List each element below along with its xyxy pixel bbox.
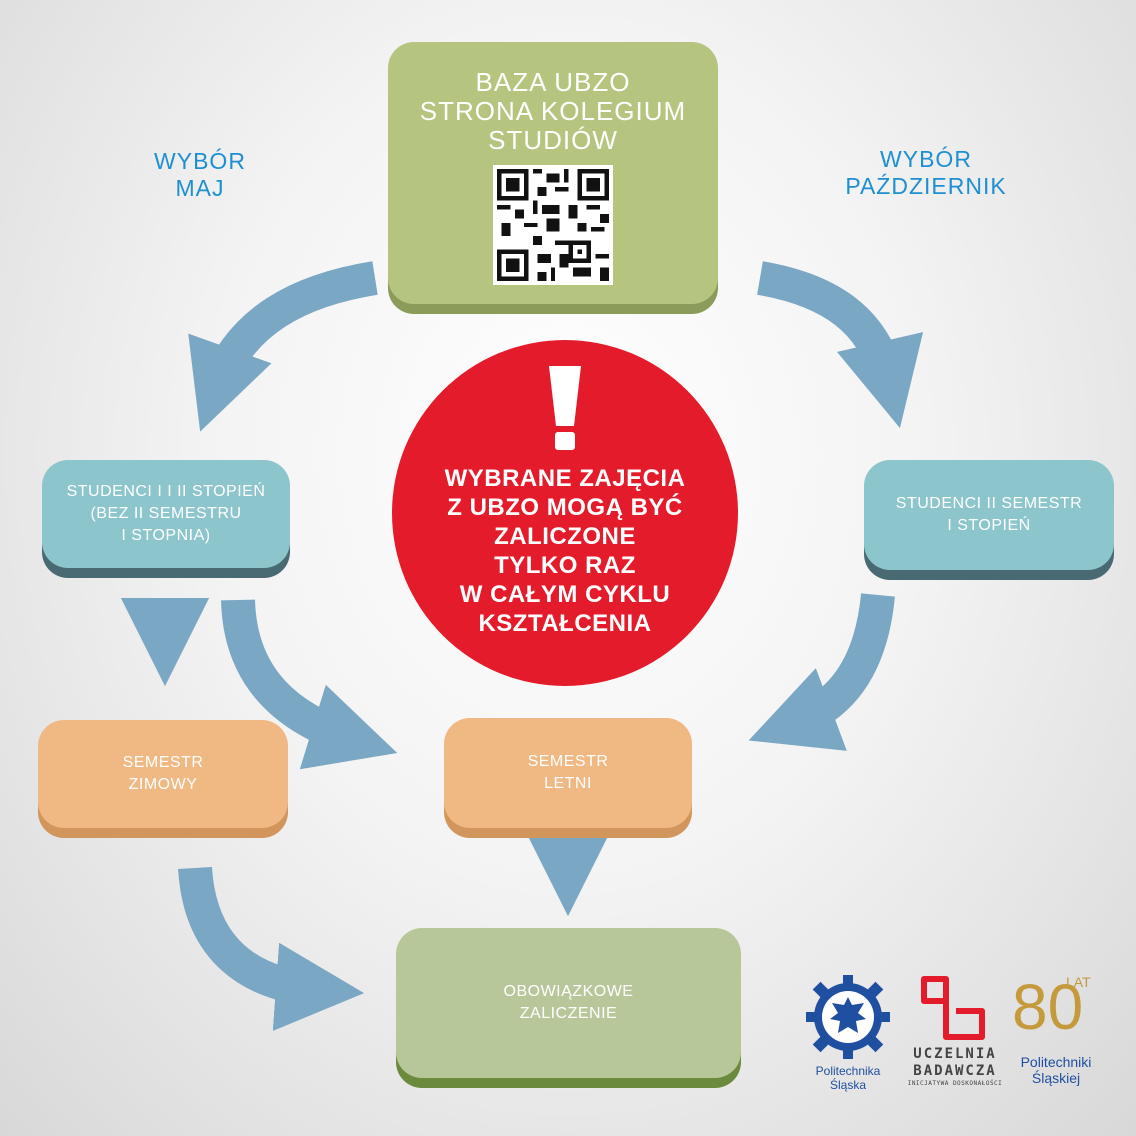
qr-code-icon[interactable]: [493, 165, 613, 285]
ub-line-2: BADAWCZA: [913, 1063, 997, 1079]
summer-line-1: SEMESTR: [527, 753, 609, 770]
alert-line-4: TYLKO RAZ: [494, 552, 636, 579]
winter-semester-box: SEMESTR ZIMOWY: [38, 720, 288, 828]
students-right-line-2: I STOPIEŃ: [947, 517, 1031, 534]
arrow-top-to-right: [756, 261, 924, 429]
anniversary-number: 80: [1012, 971, 1084, 1043]
mandatory-credit-box: OBOWIĄZKOWE ZALICZENIE: [396, 928, 741, 1078]
polsl-line-2: Śląska: [829, 1078, 867, 1092]
ub-line-1: UCZELNIA: [913, 1046, 997, 1062]
alert-line-5: W CAŁYM CYKLU: [459, 581, 671, 608]
polsl-logo-caption: Politechnika Śląska: [796, 1064, 900, 1092]
anniversary-80-icon: 80 LAT: [1012, 970, 1102, 1046]
arrow-right-to-summer: [748, 593, 895, 751]
ubzo-base-box: BAZA UBZO STRONA KOLEGIUM STUDIÓW: [388, 42, 718, 304]
gear-eagle-icon: [806, 975, 890, 1059]
ub-mark-icon: [921, 976, 985, 1040]
students-right-line-1: STUDENCI II SEMESTR: [895, 495, 1083, 512]
ub-small-text: INICJATYWA DOSKONAŁOŚCI: [907, 1080, 1003, 1087]
summer-semester-box: SEMESTR LETNI: [444, 718, 692, 828]
choice-may-line-2: MAJ: [175, 175, 225, 201]
students-second-semester-box: STUDENCI II SEMESTR I STOPIEŃ: [864, 460, 1114, 570]
ubzo-base-line-2: STRONA KOLEGIUM: [419, 96, 687, 126]
summer-line-2: LETNI: [544, 775, 592, 792]
alert-circle: WYBRANE ZAJĘCIA Z UBZO MOGĄ BYĆ ZALICZON…: [392, 340, 738, 686]
students-left-line-2: (BEZ II SEMESTRU: [90, 505, 242, 522]
winter-line-2: ZIMOWY: [128, 776, 198, 793]
winter-line-1: SEMESTR: [122, 754, 204, 771]
arrow-left-to-summer: [221, 599, 398, 770]
polsl-line-1: Politechnika: [815, 1064, 881, 1078]
alert-line-6: KSZTAŁCENIA: [478, 610, 652, 637]
ubzo-base-line-1: BAZA UBZO: [475, 67, 631, 97]
students-left-line-3: I STOPNIA): [121, 527, 211, 544]
exclamation-icon: [549, 366, 581, 450]
alert-line-3: ZALICZONE: [494, 523, 636, 550]
arrow-winter-to-bottom: [178, 866, 365, 1031]
alert-line-1: WYBRANE ZAJĘCIA: [444, 465, 686, 492]
choice-october-label: WYBÓR PAŹDZIERNIK: [826, 146, 1026, 200]
mandatory-line-2: ZALICZENIE: [519, 1005, 618, 1022]
anniversary-lat: LAT: [1066, 974, 1091, 990]
choice-may-line-1: WYBÓR: [154, 148, 246, 174]
choice-may-label: WYBÓR MAJ: [120, 148, 280, 202]
ub-logo-caption: UCZELNIA BADAWCZA INICJATYWA DOSKONAŁOŚC…: [900, 1046, 1010, 1088]
anniversary-line-2: Śląskiej: [1031, 1070, 1081, 1086]
ubzo-base-line-3: STUDIÓW: [488, 125, 618, 155]
choice-october-line-2: PAŹDZIERNIK: [845, 173, 1007, 199]
alert-line-2: Z UBZO MOGĄ BYĆ: [447, 494, 683, 521]
mandatory-line-1: OBOWIĄZKOWE: [503, 983, 634, 1000]
arrow-top-to-left: [188, 261, 378, 432]
students-first-second-degree-box: STUDENCI I I II STOPIEŃ (BEZ II SEMESTRU…: [42, 460, 290, 568]
anniversary-line-1: Politechniki: [1020, 1054, 1092, 1070]
alert-message: WYBRANE ZAJĘCIA Z UBZO MOGĄ BYĆ ZALICZON…: [445, 464, 686, 638]
anniversary-caption: Politechniki Śląskiej: [1004, 1054, 1108, 1086]
choice-october-line-1: WYBÓR: [880, 146, 972, 172]
students-left-line-1: STUDENCI I I II STOPIEŃ: [66, 483, 266, 500]
